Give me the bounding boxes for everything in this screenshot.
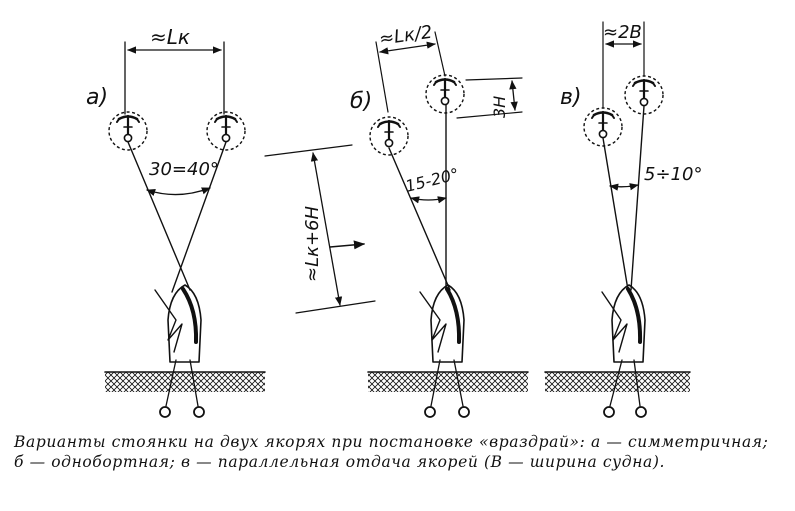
distance-label: ≈Lк+6H bbox=[302, 205, 323, 282]
figure-caption: Варианты стоянки на двух якорях при пост… bbox=[14, 433, 769, 471]
diagram-b: б) ≈Lк/2 3H 15-20° bbox=[350, 22, 529, 418]
transition-arrow bbox=[329, 240, 366, 250]
diagram-v-spacing-label: ≈2B bbox=[603, 22, 642, 43]
diagram-v-seabed bbox=[545, 372, 690, 392]
diagram-a-seabed bbox=[105, 372, 265, 392]
diagram-v: в) ≈2B 5÷10° bbox=[544, 21, 702, 418]
diagram-a-ship bbox=[154, 284, 202, 363]
diagram-a-angle-label: 30=40° bbox=[149, 159, 219, 180]
distance-dimension: ≈Lк+6H bbox=[264, 144, 376, 314]
diagram-b-ship bbox=[419, 284, 465, 363]
diagram-b-forward-anchor bbox=[425, 74, 465, 114]
diagram-a-right-anchor bbox=[206, 111, 246, 151]
diagram-b-depth-label: 3H bbox=[490, 96, 509, 118]
diagram-v-aft-anchor bbox=[583, 107, 623, 147]
diagram-a-marker: а) bbox=[86, 85, 108, 110]
diagram-v-marker: в) bbox=[560, 85, 582, 110]
diagram-b-aft-anchor bbox=[369, 116, 409, 156]
diagram-a-spacing-label: ≈Lк bbox=[150, 25, 190, 49]
diagram-b-seabed bbox=[368, 372, 528, 392]
diagram-b-angle-label: 15-20° bbox=[403, 164, 460, 196]
diagram-a: а) ≈Lк 30=40° bbox=[86, 25, 266, 418]
diagram-a-left-anchor bbox=[108, 111, 148, 151]
diagram-b-marker: б) bbox=[350, 89, 372, 114]
diagram-v-angle-label: 5÷10° bbox=[644, 164, 702, 185]
diagram-v-ship bbox=[601, 284, 646, 363]
